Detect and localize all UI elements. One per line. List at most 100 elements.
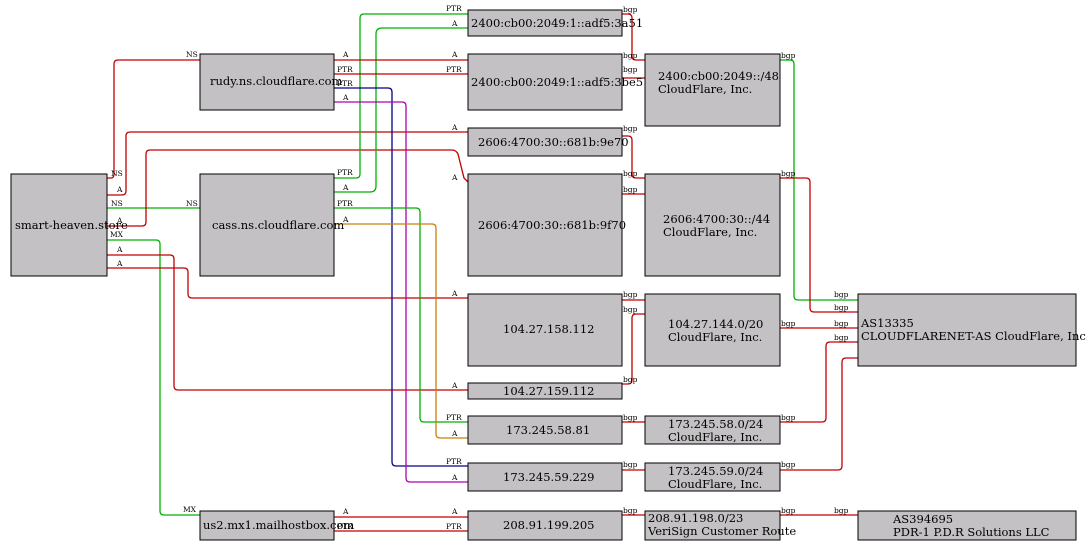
edge-rudy-ip4-a bbox=[334, 101, 468, 483]
node-domain-label: smart-heaven.store bbox=[15, 218, 128, 232]
node-pfx4-box bbox=[644, 415, 781, 445]
node-as2-line2: PDR-1 P.D.R Solutions LLC bbox=[893, 525, 1050, 539]
node-ip2[interactable]: 104.27.159.112 bbox=[467, 382, 623, 400]
edge-label: NS bbox=[111, 169, 123, 178]
edge-label: PTR bbox=[446, 522, 462, 531]
node-v6d-label: 2606:4700:30::681b:9f70 bbox=[478, 218, 626, 232]
edge-label-bgp: bgp bbox=[781, 506, 796, 515]
edge-pfx2-as1 bbox=[780, 177, 858, 313]
edge-label: A bbox=[116, 245, 123, 254]
node-v6c[interactable]: 2606:4700:30::681b:9e70 bbox=[467, 127, 629, 157]
node-pfx3-line2: CloudFlare, Inc. bbox=[668, 330, 762, 344]
node-ip2-box bbox=[467, 382, 623, 400]
edge-label-bgp: bgp bbox=[623, 413, 638, 422]
node-pfx3[interactable]: 104.27.144.0/20 CloudFlare, Inc. bbox=[644, 293, 781, 367]
edge-label: PTR bbox=[337, 168, 353, 177]
edge-domain-ip1 bbox=[107, 267, 468, 299]
node-ip5[interactable]: 208.91.199.205 bbox=[467, 510, 623, 541]
node-rudy[interactable]: rudy.ns.cloudflare.com bbox=[199, 53, 343, 111]
edge-label-bgp: bgp bbox=[623, 305, 638, 314]
node-v6b[interactable]: 2400:cb00:2049:1::adf5:3be5 bbox=[467, 53, 643, 111]
edge-label-bgp: bgp bbox=[623, 51, 638, 60]
node-pfx2-line1: 2606:4700:30::/44 bbox=[663, 212, 770, 226]
edge-label: PTR bbox=[337, 199, 353, 208]
node-as2-box bbox=[857, 510, 1077, 541]
node-v6d-box bbox=[467, 173, 623, 277]
edge-label-bgp: bgp bbox=[781, 460, 796, 469]
node-ip1[interactable]: 104.27.158.112 bbox=[467, 293, 623, 367]
edge-domain-ip2 bbox=[107, 254, 468, 391]
node-pfx5-line1: 173.245.59.0/24 bbox=[668, 464, 763, 478]
edge-label: A bbox=[342, 507, 349, 516]
node-v6d[interactable]: 2606:4700:30::681b:9f70 bbox=[467, 173, 626, 277]
node-pfx5[interactable]: 173.245.59.0/24 CloudFlare, Inc. bbox=[644, 462, 781, 492]
edge-label-bgp: bgp bbox=[623, 460, 638, 469]
edge-label: A bbox=[451, 507, 458, 516]
node-pfx2-line2: CloudFlare, Inc. bbox=[663, 225, 757, 239]
node-pfx6[interactable]: 208.91.198.0/23 VeriSign Customer Route bbox=[644, 510, 796, 541]
node-v6a[interactable]: 2400:cb00:2049:1::adf5:3a51 bbox=[467, 9, 643, 37]
node-as1-line2: CLOUDFLARENET-AS CloudFlare, Inc. bbox=[861, 329, 1087, 343]
nodes: smart-heaven.store rudy.ns.cloudflare.co… bbox=[10, 9, 1087, 541]
node-ip4[interactable]: 173.245.59.229 bbox=[467, 462, 623, 492]
node-v6b-label: 2400:cb00:2049:1::adf5:3be5 bbox=[471, 75, 643, 89]
edge-pfx4-as1 bbox=[780, 341, 858, 423]
node-v6b-box bbox=[467, 53, 623, 111]
edge-label: A bbox=[116, 259, 123, 268]
node-pfx5-line2: CloudFlare, Inc. bbox=[668, 477, 762, 491]
edge-label: A bbox=[451, 50, 458, 59]
edge-label-bgp: bgp bbox=[834, 333, 849, 342]
edge-label-bgp: bgp bbox=[623, 506, 638, 515]
node-cass[interactable]: cass.ns.cloudflare.com bbox=[199, 173, 344, 277]
node-ip3-box bbox=[467, 415, 623, 445]
edge-label: A bbox=[342, 50, 349, 59]
node-domain[interactable]: smart-heaven.store bbox=[10, 173, 128, 277]
node-ip3-label: 173.245.58.81 bbox=[506, 423, 590, 437]
edge-label: A bbox=[451, 381, 458, 390]
node-ip4-label: 173.245.59.229 bbox=[503, 470, 594, 484]
node-pfx2[interactable]: 2606:4700:30::/44 CloudFlare, Inc. bbox=[644, 173, 781, 277]
edge-cass-ip3-ptr bbox=[334, 207, 468, 423]
edge-cass-ip3-a bbox=[334, 223, 468, 439]
node-pfx3-box bbox=[644, 293, 781, 367]
edge-domain-v6c bbox=[107, 131, 468, 196]
node-pfx1-line2: CloudFlare, Inc. bbox=[658, 82, 752, 96]
edge-label: A bbox=[451, 173, 458, 182]
edge-label: NS bbox=[186, 50, 198, 59]
node-as2[interactable]: AS394695 PDR-1 P.D.R Solutions LLC bbox=[857, 510, 1077, 541]
edge-label-bgp: bgp bbox=[623, 185, 638, 194]
edge-label: PTR bbox=[446, 413, 462, 422]
node-ip4-box bbox=[467, 462, 623, 492]
node-pfx6-box bbox=[644, 510, 781, 541]
node-ip3[interactable]: 173.245.58.81 bbox=[467, 415, 623, 445]
node-mx-label: us2.mx1.mailhostbox.com bbox=[203, 518, 354, 532]
node-cass-label: cass.ns.cloudflare.com bbox=[212, 218, 344, 232]
node-as1[interactable]: AS13335 CLOUDFLARENET-AS CloudFlare, Inc… bbox=[857, 293, 1087, 367]
node-v6c-box bbox=[467, 127, 623, 157]
edge-pfx5-as1 bbox=[780, 357, 858, 471]
edge-label: A bbox=[451, 429, 458, 438]
edge-label-bgp: bgp bbox=[781, 413, 796, 422]
edge-label: NS bbox=[111, 199, 123, 208]
node-pfx4[interactable]: 173.245.58.0/24 CloudFlare, Inc. bbox=[644, 415, 781, 445]
edge-domain-v6d bbox=[107, 149, 469, 227]
edge-v6c-pfx2 bbox=[622, 135, 645, 179]
edge-label: NS bbox=[186, 199, 198, 208]
edge-label: A bbox=[451, 19, 458, 28]
node-ip2-label: 104.27.159.112 bbox=[503, 384, 594, 398]
node-pfx6-line1: 208.91.198.0/23 bbox=[648, 511, 743, 525]
edge-label-bgp: bgp bbox=[623, 124, 638, 133]
edge-label-bgp: bgp bbox=[623, 65, 638, 74]
node-mx[interactable]: us2.mx1.mailhostbox.com bbox=[199, 510, 354, 541]
node-pfx1[interactable]: 2400:cb00:2049::/48 CloudFlare, Inc. bbox=[644, 53, 781, 127]
node-rudy-label: rudy.ns.cloudflare.com bbox=[210, 74, 343, 88]
node-pfx4-line2: CloudFlare, Inc. bbox=[668, 430, 762, 444]
edge-cass-v6a-a bbox=[334, 27, 468, 193]
edge-label: A bbox=[342, 93, 349, 102]
edge-label: A bbox=[451, 473, 458, 482]
edge-label: PTR bbox=[337, 79, 353, 88]
edge-label: A bbox=[116, 216, 123, 225]
edge-label-bgp: bgp bbox=[623, 375, 638, 384]
edge-label: PTR bbox=[337, 522, 353, 531]
